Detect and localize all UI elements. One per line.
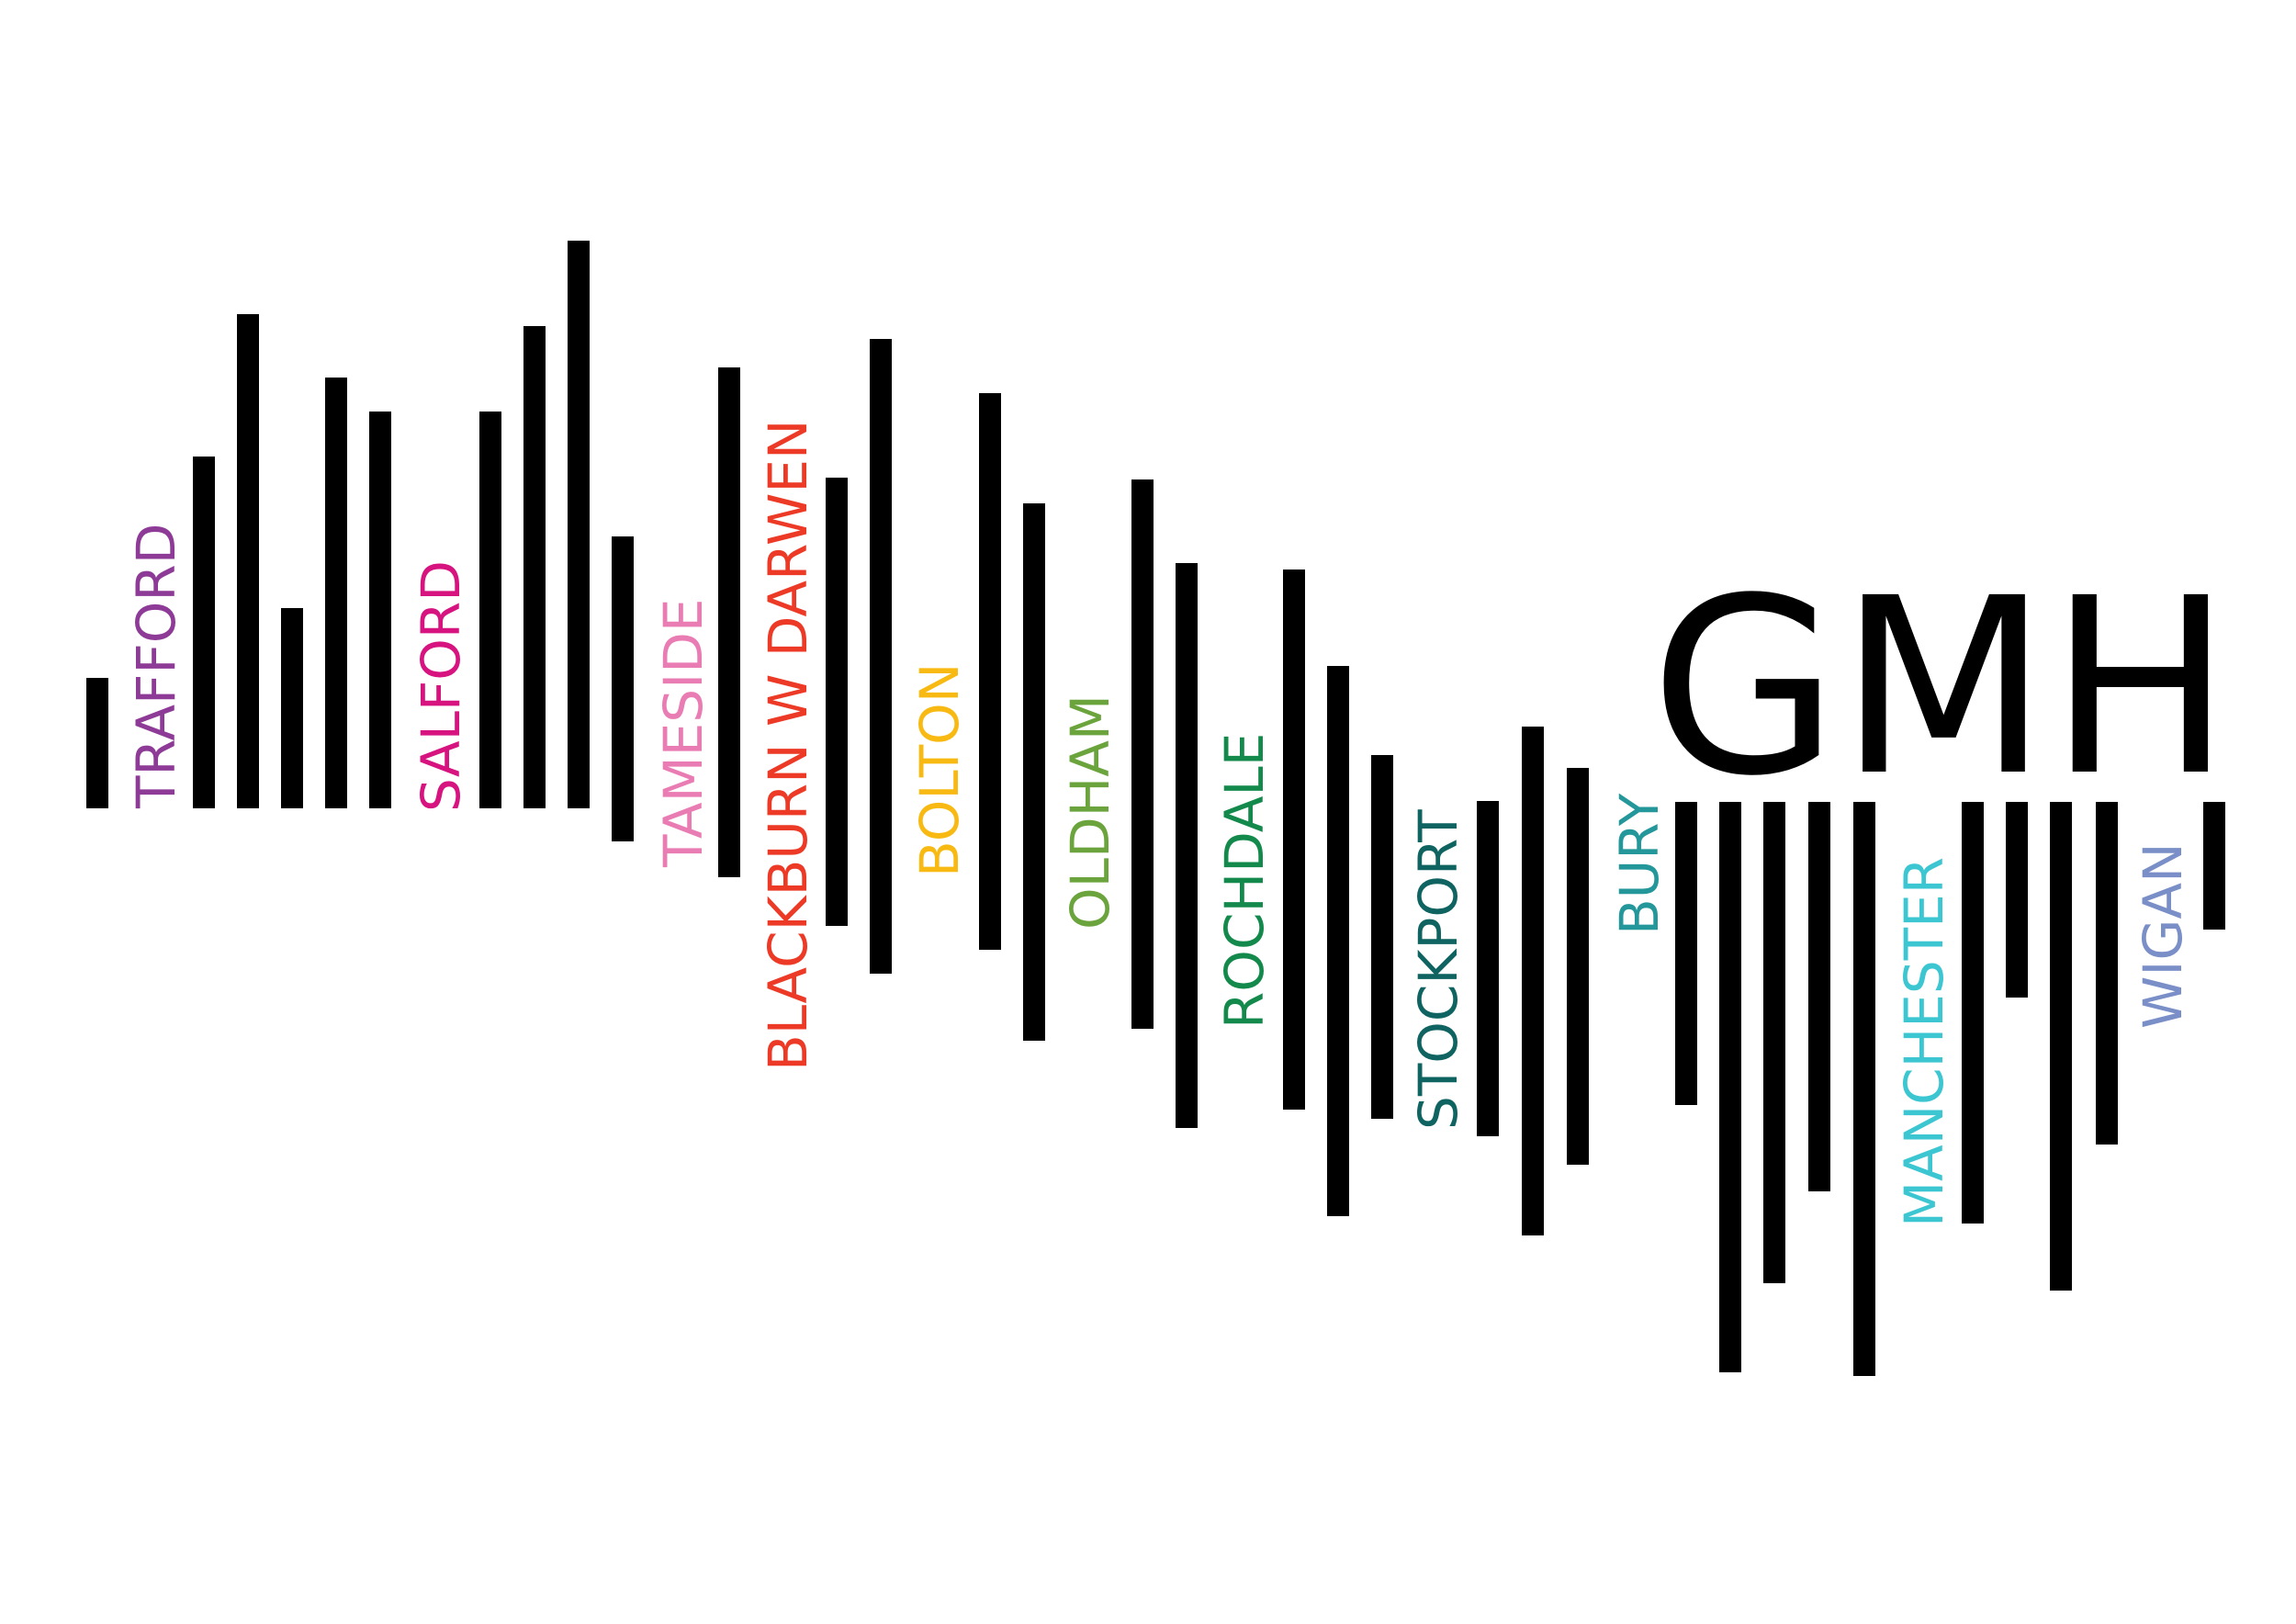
bar — [1477, 801, 1499, 1136]
bar — [718, 367, 740, 877]
bar — [568, 241, 590, 808]
district-label-salford: SALFORD — [410, 560, 472, 812]
bar — [325, 378, 347, 808]
bar — [2050, 802, 2072, 1291]
district-label-oldham: OLDHAM — [1059, 694, 1121, 930]
bar — [193, 457, 215, 808]
bar — [1522, 727, 1544, 1235]
bar — [1719, 802, 1741, 1372]
district-label-bolton: BOLTON — [908, 663, 971, 877]
bar — [479, 412, 501, 808]
bar — [2203, 802, 2225, 930]
bar — [86, 678, 108, 808]
bar — [1763, 802, 1785, 1283]
bar — [523, 326, 546, 808]
bar — [369, 412, 391, 808]
bar — [979, 393, 1001, 950]
bar — [870, 339, 892, 974]
bar — [1131, 479, 1154, 1029]
bar — [1023, 503, 1045, 1041]
bar — [1675, 802, 1697, 1105]
bar — [826, 478, 848, 926]
district-label-trafford: TRAFFORD — [125, 524, 187, 809]
district-label-manchester: MANCHESTER — [1893, 857, 1955, 1227]
district-label-rochdale: ROCHDALE — [1213, 733, 1276, 1029]
district-label-tameside: TAMESIDE — [652, 598, 715, 868]
district-label-bury: BURY — [1608, 793, 1671, 935]
bar — [612, 536, 634, 841]
district-label-stockport: STOCKPORT — [1407, 809, 1469, 1130]
district-label-wigan: WIGAN — [2132, 843, 2194, 1029]
bar — [1853, 802, 1875, 1376]
district-label-blackburn-w-darwen: BLACKBURN W DARWEN — [757, 420, 819, 1071]
bar — [1283, 570, 1305, 1110]
bar — [281, 608, 303, 808]
bar — [1176, 563, 1198, 1128]
bar — [2096, 802, 2118, 1145]
bar — [237, 314, 259, 808]
bar — [1567, 768, 1589, 1165]
bar — [1371, 755, 1393, 1119]
bar — [1808, 802, 1830, 1191]
barcode-bars — [86, 241, 2225, 1376]
bar — [1962, 802, 1984, 1224]
district-labels: TRAFFORD SALFORD TAMESIDE BLACKBURN W DARWE… — [125, 420, 2194, 1227]
bar — [2006, 802, 2028, 998]
gmh-logo-text: GMH — [1650, 547, 2232, 829]
bar — [1327, 666, 1349, 1216]
